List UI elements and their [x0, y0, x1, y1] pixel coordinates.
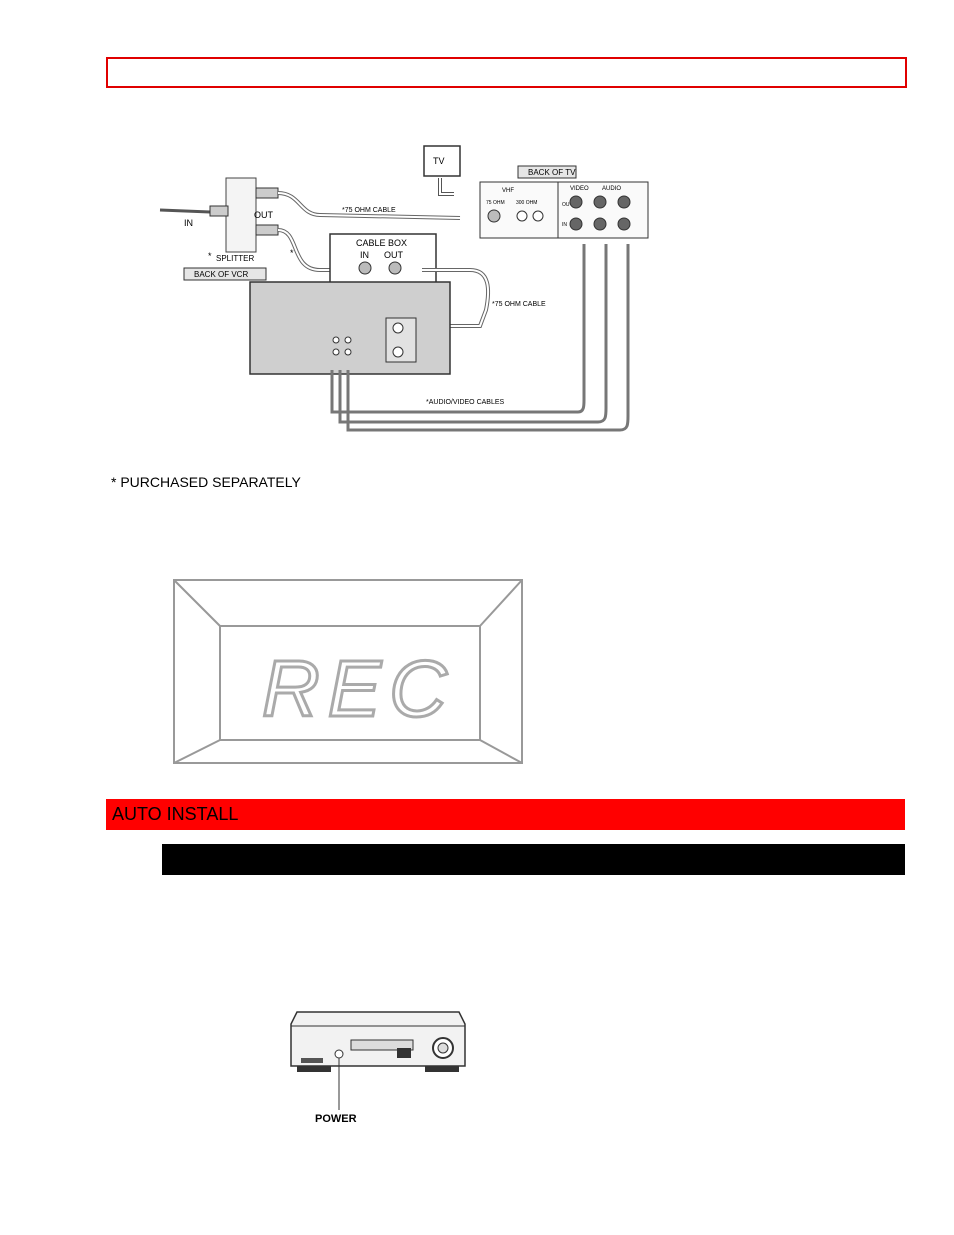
- cable2-label: *75 OHM CABLE: [492, 301, 546, 308]
- out-label: OUT: [254, 210, 274, 220]
- back-of-tv-tag: [517, 165, 577, 179]
- ohm300-label: 300 OHM: [516, 200, 537, 206]
- back-of-vcr-label: BACK OF VCR: [194, 270, 248, 279]
- cable-box-label: CABLE BOX: [356, 238, 407, 248]
- svg-text:OUT: OUT: [384, 250, 404, 260]
- section-title: AUTO INSTALL: [112, 804, 239, 824]
- back-of-tv-label: BACK OF TV: [528, 168, 576, 177]
- black-header-bar: [162, 844, 905, 875]
- tv-label: TV: [433, 156, 445, 166]
- av-cable-3: [346, 244, 630, 432]
- video-label: VIDEO: [570, 186, 589, 192]
- av-cable-1: [330, 244, 586, 414]
- av-cables-label: *AUDIO/VIDEO CABLES: [426, 399, 505, 406]
- av-cable-2: [338, 244, 608, 424]
- incoming-cable: [159, 208, 211, 214]
- cable-box: [329, 233, 437, 285]
- vcr-front-illustration: POWER: [290, 1011, 466, 1125]
- ohm75-label: 75 OHM: [486, 200, 505, 206]
- back-of-vcr-tag: [183, 267, 267, 281]
- tv-arrow: [438, 178, 454, 196]
- connection-diagram: IN OUT * SPLITTER BACK OF VCR *75 OHM CA…: [159, 145, 649, 432]
- power-label: POWER: [315, 1113, 357, 1125]
- in-label: IN: [184, 218, 193, 228]
- cable-asterisk: *: [290, 248, 294, 258]
- svg-text:IN: IN: [360, 250, 369, 260]
- vhf-label: VHF: [502, 188, 514, 194]
- vcr-back: [249, 281, 451, 375]
- purchased-separately-note: * PURCHASED SEPARATELY: [111, 474, 301, 490]
- tv-icon: [423, 145, 461, 177]
- section-header-bar: AUTO INSTALL: [106, 799, 905, 830]
- splitter-asterisk: *: [208, 251, 212, 261]
- rec-display-text: REC: [262, 644, 455, 733]
- cable1-label: *75 OHM CABLE: [342, 207, 396, 214]
- svg-text:OUT: OUT: [562, 202, 573, 208]
- splitter: [225, 177, 257, 253]
- splitter-label: SPLITTER: [216, 254, 254, 263]
- rec-display-illustration: REC: [173, 579, 523, 764]
- svg-text:IN: IN: [562, 222, 567, 228]
- audio-label: AUDIO: [602, 186, 621, 192]
- cable-to-tv: [277, 191, 461, 220]
- header-box: [106, 57, 907, 88]
